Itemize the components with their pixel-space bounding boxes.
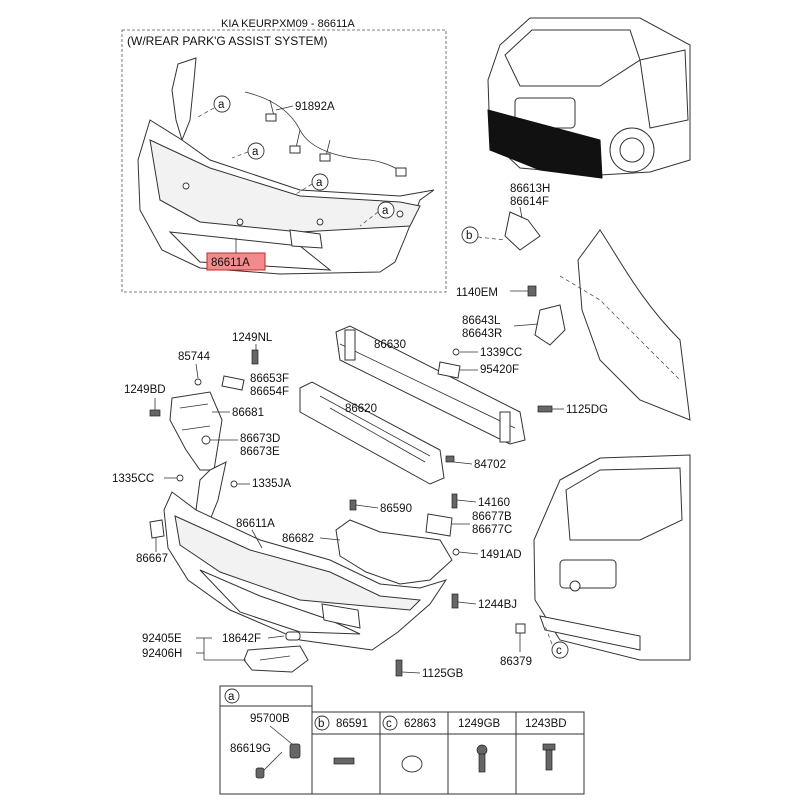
label-86653F: 86653F <box>250 373 289 385</box>
label-86681: 86681 <box>232 407 264 419</box>
label-1491AD: 1491AD <box>480 549 522 561</box>
legend-1249GB-screw <box>478 753 486 773</box>
label-1339CC: 1339CC <box>480 347 522 359</box>
callout-a-1: a <box>218 99 225 111</box>
vehicle-rear-view-top <box>487 17 691 179</box>
legend-1249GB-part: 1249GB <box>458 718 501 730</box>
bolt-1249NL <box>251 344 259 365</box>
label-86673D: 86673D <box>240 433 280 445</box>
bracket-86653F <box>221 375 245 391</box>
label-86614F: 86614F <box>510 196 549 208</box>
screw-1335JA <box>230 480 238 488</box>
legend-b-part: 86591 <box>336 718 368 730</box>
bolt-1125GB <box>395 659 421 677</box>
bolt-1244BJ <box>451 593 477 609</box>
side-bracket-86681 <box>169 391 223 471</box>
label-14160: 14160 <box>478 497 510 509</box>
nut-1491AD <box>452 548 460 556</box>
label-1140EM: 1140EM <box>456 287 498 299</box>
callout-b-1: b <box>466 230 472 242</box>
legend-c-cap <box>401 755 423 773</box>
label-18642F: 18642F <box>222 633 261 645</box>
screw-86590 <box>349 499 379 511</box>
label-86654F: 86654F <box>250 386 289 398</box>
screw-1335CC <box>176 474 184 482</box>
callout-a-2: a <box>252 146 259 158</box>
reflector-92405E <box>243 645 309 673</box>
callout-a-4: a <box>382 205 389 217</box>
bolt-1125DG <box>537 405 564 413</box>
bolt-1140EM <box>510 285 537 297</box>
bulb-18642F <box>285 631 301 641</box>
label-86613H: 86613H <box>510 183 550 195</box>
label-86611A-highlighted: 86611A <box>211 257 250 269</box>
legend-b-key: b <box>318 718 324 730</box>
label-86590: 86590 <box>380 503 412 515</box>
legend-1243BD-part: 1243BD <box>525 718 567 730</box>
energy-absorber-86620 <box>299 381 445 485</box>
catalog-title: KIA KEURPXM09 - 86611A <box>221 18 355 30</box>
bracket-86643L <box>534 304 566 346</box>
label-92406H: 92406H <box>142 648 182 660</box>
bracket-95420F <box>437 361 461 379</box>
inset-dashed-frame <box>121 29 447 293</box>
wiring-harness-91892A <box>244 91 407 177</box>
legend-b-screw <box>333 757 355 765</box>
legend-c-part: 62863 <box>404 718 436 730</box>
label-86677B: 86677B <box>472 511 512 523</box>
label-1249NL: 1249NL <box>232 332 273 344</box>
clip-85744 <box>194 378 202 386</box>
body-side-panel <box>559 229 691 421</box>
label-86667: 86667 <box>136 553 168 565</box>
clip-84702 <box>445 455 473 465</box>
bracket-86613H: b <box>461 211 541 251</box>
bracket-86677B <box>425 513 453 537</box>
label-86643R: 86643R <box>462 328 502 340</box>
label-86643L: 86643L <box>462 315 501 327</box>
legend-table: a 95700B 86619G b 86591 c 62863 1249GB 1… <box>219 685 585 795</box>
label-86379: 86379 <box>500 656 532 668</box>
bolt-1249BD <box>149 398 161 417</box>
label-86620: 86620 <box>345 403 377 415</box>
legend-c-key: c <box>386 718 392 730</box>
label-1335CC: 1335CC <box>112 473 154 485</box>
label-86682: 86682 <box>282 533 314 545</box>
callout-a-3: a <box>316 177 323 189</box>
label-86611A: 86611A <box>236 518 275 530</box>
stud-14160 <box>451 493 477 509</box>
inset-subtitle: (W/REAR PARK'G ASSIST SYSTEM) <box>127 34 328 48</box>
label-86677C: 86677C <box>472 524 512 536</box>
cap-86379 <box>515 623 526 634</box>
legend-1243BD-bolt <box>545 749 553 771</box>
label-85744: 85744 <box>178 351 211 363</box>
bumper-cover-86611A <box>149 461 448 651</box>
callout-c-1: c <box>556 645 562 657</box>
legend-a-key: a <box>228 691 235 703</box>
vehicle-rear-view-bottom: c <box>533 454 691 661</box>
back-beam-86630 <box>335 325 526 445</box>
label-84702: 84702 <box>474 459 506 471</box>
label-1244BJ: 1244BJ <box>478 599 517 611</box>
label-1125GB: 1125GB <box>422 668 464 680</box>
legend-a-part-1: 95700B <box>250 713 290 725</box>
label-1249BD: 1249BD <box>124 384 166 396</box>
inset-bumper-assembly <box>137 57 435 275</box>
label-86673E: 86673E <box>240 446 280 458</box>
legend-a-part-2: 86619G <box>230 743 271 755</box>
label-1335JA: 1335JA <box>252 478 291 490</box>
label-91892A: 91892A <box>295 101 335 113</box>
inset-callouts-a: a a a a <box>195 95 395 227</box>
label-95420F: 95420F <box>480 364 519 376</box>
label-92405E: 92405E <box>142 633 182 645</box>
nut-1339CC <box>452 348 460 356</box>
lower-garnish-86682 <box>335 519 453 585</box>
clip-86673D <box>201 435 211 445</box>
label-86630: 86630 <box>374 339 406 351</box>
label-1125DG: 1125DG <box>566 404 608 416</box>
